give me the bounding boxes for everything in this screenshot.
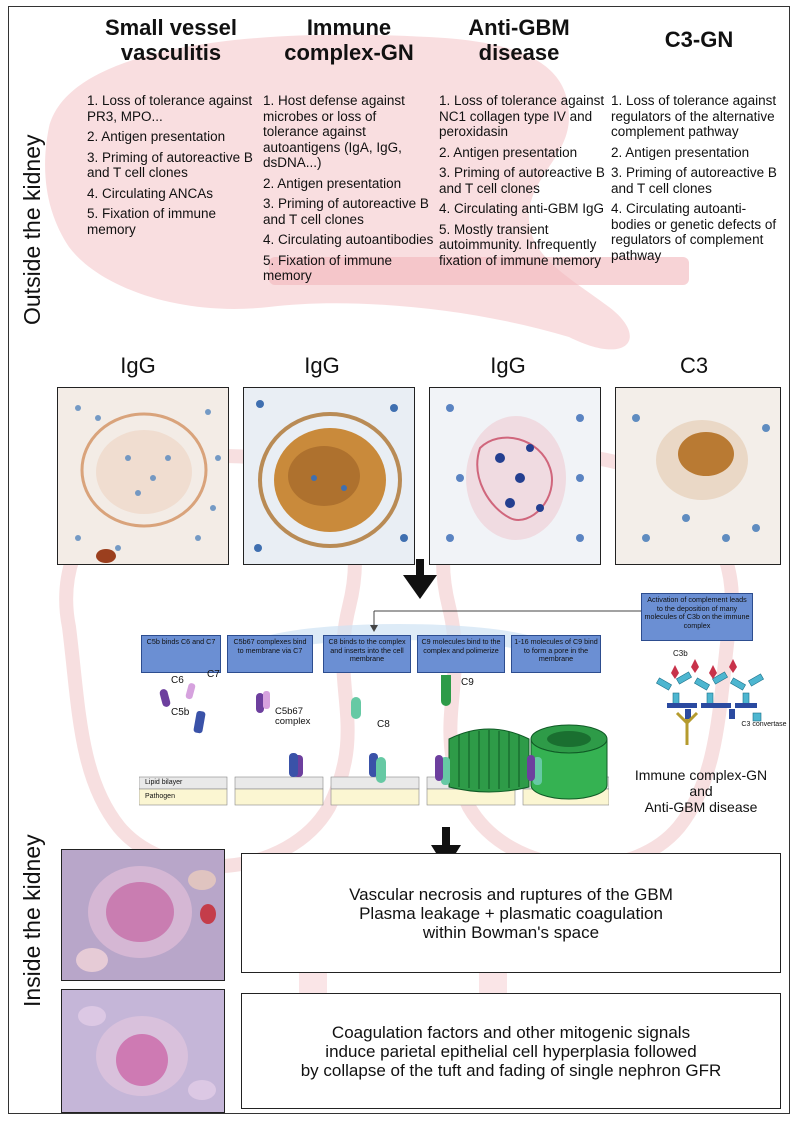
result-text-line: by collapse of the tuft and fading of si… [300,1060,722,1080]
complement-activation-box: Activation of complement leads to the de… [641,593,753,641]
column-title-c3-gn: C3-GN [609,27,789,52]
micrograph-anti-gbm-disease [429,387,601,565]
step-item: 1. Host defense against microbes or loss… [263,93,405,170]
stain-label: IgG [490,353,526,378]
step-item: 4. Circulating autoanti-bodies or geneti… [611,201,777,263]
step-item: 5. Mostly transient autoimmunity. Infreq… [439,221,602,268]
column-title-immune-complex-gn: Immune complex-GN [259,15,439,65]
column-title-line: complex-GN [284,40,414,65]
stain-label: IgG [304,353,340,378]
step-item: 3. Priming of autoreactive B and T cell … [87,149,253,181]
disease-note-line: Immune complex-GN [634,767,768,783]
disease-note: Immune complex-GN and Anti-GBM disease [621,767,781,815]
result-text-line: Coagulation factors and other mitogenic … [331,1022,691,1042]
inside-kidney-label: Inside the kidney [19,834,45,1007]
disease-note-line: and [689,783,713,799]
result-text-line: within Bowman's space [422,922,600,942]
c3b-label: C3b [673,649,688,658]
step-item: 2. Antigen presentation [263,175,402,191]
result-text-line: Plasma leakage + plasmatic coagulation [359,903,663,923]
lipid-bilayer-label: Lipid bilayer [145,779,183,786]
steps-small-vessel-vasculitis: 1. Loss of tolerance against PR3, MPO...… [87,93,259,242]
step-item: 2. Antigen presentation [439,144,578,160]
micrograph-necrosis [61,849,225,981]
steps-c3-gn: 1. Loss of tolerance against regulators … [611,93,783,268]
tissue-image [62,850,224,980]
micrograph-small-vessel-vasculitis [57,387,229,565]
result-box-hyperplasia: Coagulation factors and other mitogenic … [241,993,781,1109]
step-item: 2. Antigen presentation [611,144,750,160]
c3-convertase-label: C3 convertase [741,721,787,728]
figure-frame: Outside the kidney Inside the kidney Sma… [8,6,790,1114]
c9-label: C9 [461,677,474,688]
tissue-image [58,388,228,564]
complement-cascade-drawing [139,675,609,806]
step-item: 2. Antigen presentation [87,129,226,144]
immune-complex-drawing [656,659,764,745]
micrograph-hyperplasia [61,989,225,1113]
column-title-line: vasculitis [120,40,222,65]
complement-step-box: C5b binds C6 and C7 [141,635,221,673]
column-title-line: disease [478,40,560,65]
outside-kidney-label: Outside the kidney [19,134,45,325]
c6-label: C6 [171,675,184,686]
column-title-line: C3-GN [664,27,734,52]
column-title-small-vessel-vasculitis: Small vessel vasculitis [81,15,261,65]
stain-label: IgG [120,353,156,378]
step-item: 1. Loss of tolerance against PR3, MPO... [87,93,253,124]
tissue-image [244,388,414,564]
step-item: 5. Fixation of immune memory [87,206,217,237]
complement-step-box: 1-16 molecules of C9 bind to form a pore… [511,635,601,673]
micrograph-immune-complex-gn [243,387,415,565]
c5b67-label: C5b67 complex [275,706,311,727]
micrograph-c3-gn [615,387,781,565]
step-item: 3. Priming of autoreactive B and T cell … [439,165,605,196]
step-item: 4. Circulating ANCAs [87,185,214,201]
tissue-image [62,990,224,1112]
step-item: 1. Loss of tolerance against regulators … [611,93,777,139]
step-item: 5. Fixation of immune memory [263,252,393,284]
stain-label: C3 [679,353,709,378]
result-text-line: induce parietal epithelial cell hyperpla… [325,1041,697,1061]
column-title-line: Anti-GBM [468,15,570,40]
tissue-image [616,388,780,564]
steps-anti-gbm-disease: 1. Loss of tolerance against NC1 collage… [439,93,611,273]
step-item: 1. Loss of tolerance against NC1 collage… [439,93,605,139]
complement-step-box: C9 molecules bind to the complex and pol… [417,635,505,673]
result-box-necrosis: Vascular necrosis and ruptures of the GB… [241,853,781,973]
step-item: 4. Circulating autoantibodies [263,232,434,247]
c7-label: C7 [207,669,220,680]
column-title-line: Immune [306,15,392,40]
down-arrow-icon [403,559,437,599]
step-item: 4. Circulating anti-GBM IgG [439,201,605,216]
connector-line [370,610,644,632]
complement-step-box: C5b67 complexes bind to membrane via C7 [227,635,313,673]
column-title-anti-gbm-disease: Anti-GBM disease [429,15,609,65]
complement-step-box: C8 binds to the complex and inserts into… [323,635,411,673]
tissue-image [430,388,600,564]
c8-label: C8 [377,719,390,730]
result-text-line: Vascular necrosis and ruptures of the GB… [349,884,673,904]
column-title-line: Small vessel [104,15,238,40]
step-item: 3. Priming of autoreactive B and T cell … [263,196,429,227]
steps-immune-complex-gn: 1. Host defense against microbes or loss… [263,93,435,289]
disease-note-line: Anti-GBM disease [644,799,758,815]
step-item: 3. Priming of autoreactive B and T cell … [611,165,777,196]
pathogen-label: Pathogen [145,793,175,800]
c5b-label: C5b [171,707,190,718]
